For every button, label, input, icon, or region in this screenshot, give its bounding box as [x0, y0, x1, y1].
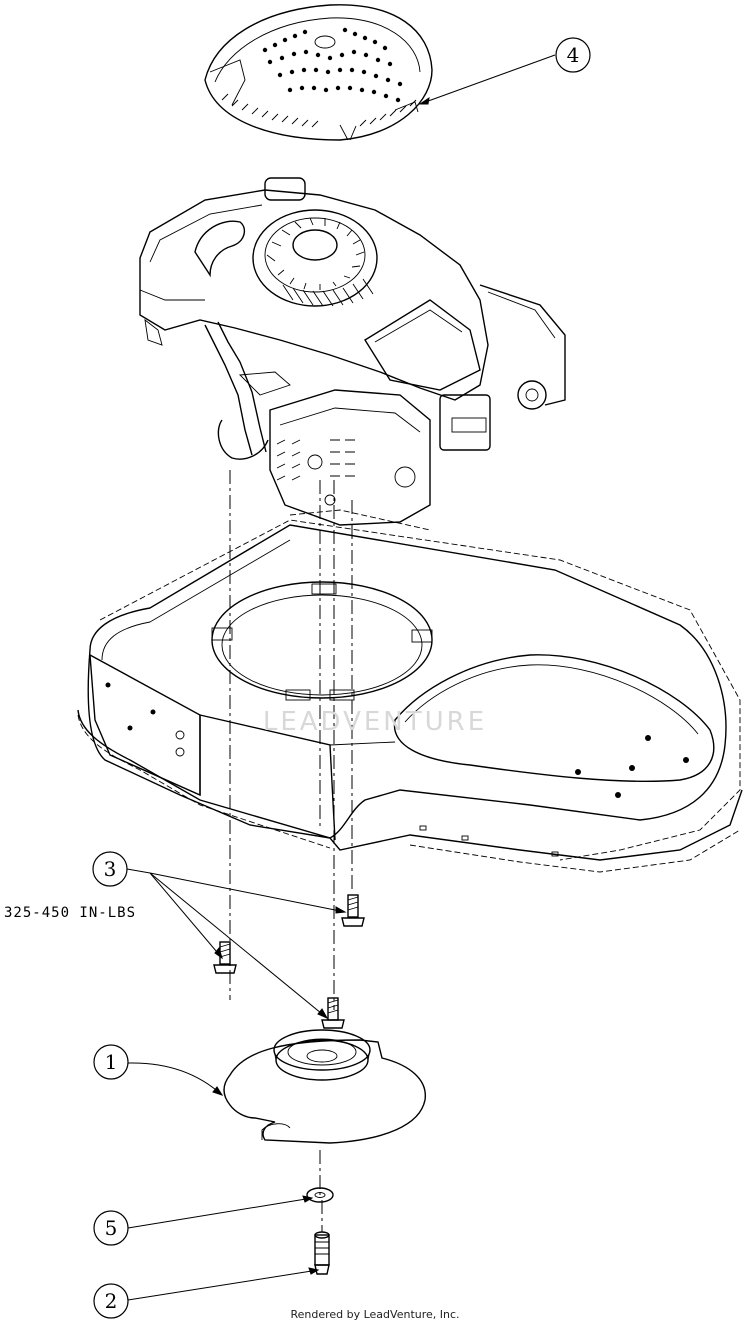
callout-2: 2: [93, 1283, 129, 1319]
bolt-left: [213, 941, 237, 974]
center-bolt: [314, 1231, 330, 1275]
callout-4: 4: [555, 37, 591, 73]
callout-1: 1: [93, 1044, 129, 1080]
svg-text:5: 5: [105, 1216, 118, 1240]
callout-5: 5: [93, 1210, 129, 1246]
watermark: LEADVENTURE: [263, 707, 487, 737]
mounting-bolts: [213, 894, 365, 1029]
leader-lines: [127, 54, 556, 1301]
pulley-plate: [223, 1029, 426, 1144]
svg-text:3: 3: [104, 857, 117, 881]
callout-3: 3: [92, 851, 151, 887]
washer: [306, 1187, 334, 1203]
assembly-centerlines: [229, 470, 353, 1232]
bolt-center: [321, 997, 345, 1029]
svg-text:1: 1: [105, 1050, 118, 1074]
debris-screen-cover: [204, 4, 433, 141]
torque-spec-label: 325-450 IN-LBS: [4, 905, 137, 921]
svg-text:2: 2: [105, 1289, 118, 1313]
bolt-right: [341, 894, 365, 927]
engine-assembly: [139, 177, 566, 526]
mower-deck: [77, 509, 743, 873]
footer-credit: Rendered by LeadVenture, Inc.: [290, 1308, 460, 1321]
svg-text:4: 4: [567, 43, 580, 67]
